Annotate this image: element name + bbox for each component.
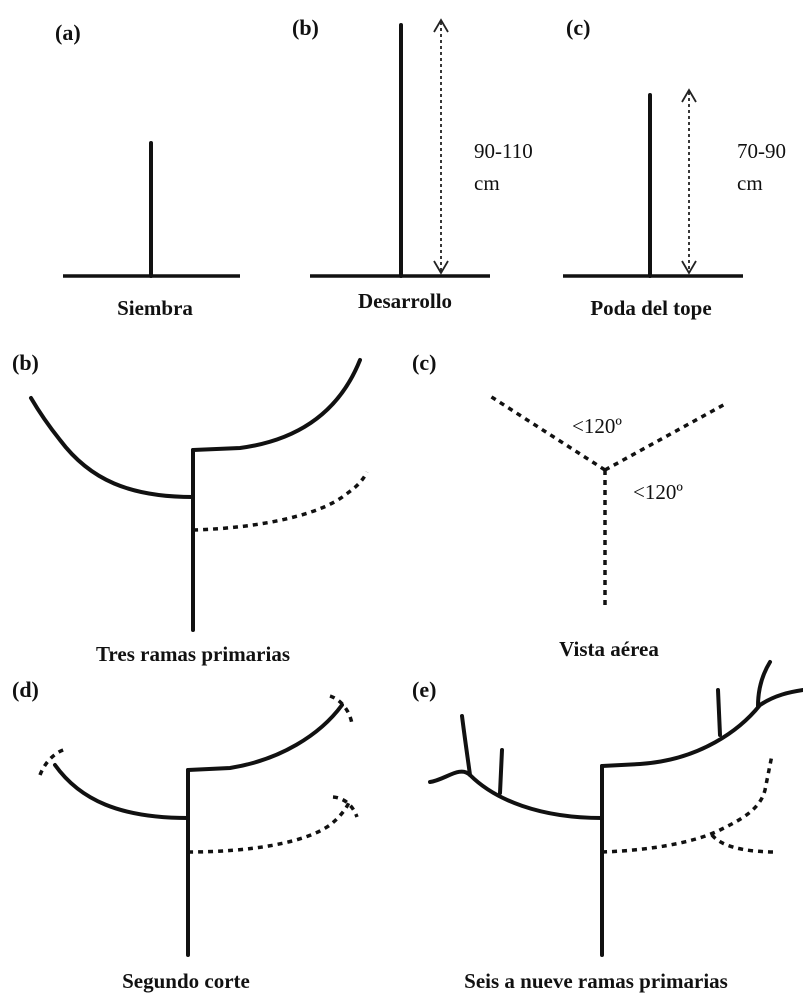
panel-b-tag: (b)	[292, 15, 319, 40]
primary-branch-back-dashed	[192, 471, 369, 532]
secondary-branch	[498, 748, 504, 795]
panel-e-tag: (e)	[412, 677, 436, 702]
arrow-head-up	[433, 18, 449, 33]
cut-mark-right	[329, 694, 354, 725]
secondary-branch	[756, 660, 772, 708]
secondary-branch	[460, 714, 472, 777]
branch-direction-left	[489, 394, 606, 472]
panel-d: (d) Segundo corte	[12, 677, 359, 993]
panel-b2: (b) Tres ramas primarias	[12, 350, 369, 666]
panel-c2-tag: (c)	[412, 350, 436, 375]
panel-e-caption: Seis a nueve ramas primarias	[464, 969, 728, 993]
angle-label-2: <120º	[633, 480, 683, 504]
primary-branch-left	[53, 763, 190, 820]
cut-mark-back	[332, 795, 359, 818]
height-value: 70-90	[737, 139, 786, 163]
panel-d-caption: Segundo corte	[122, 969, 250, 993]
panel-c2-caption: Vista aérea	[559, 637, 659, 661]
arrow-head-down	[433, 260, 449, 275]
panel-c: (c) 70-90 cm Poda del tope	[563, 15, 786, 320]
height-unit: cm	[737, 171, 763, 195]
primary-branch-right	[191, 358, 362, 452]
primary-branch-right	[186, 703, 344, 772]
panel-c2: (c) <120º <120º Vista aérea	[412, 350, 728, 661]
panel-d-tag: (d)	[12, 677, 39, 702]
height-value: 90-110	[474, 139, 533, 163]
panel-b2-caption: Tres ramas primarias	[96, 642, 290, 666]
panel-b: (b) 90-110 cm Desarrollo	[292, 15, 533, 313]
height-unit: cm	[474, 171, 500, 195]
panel-c-tag: (c)	[566, 15, 590, 40]
panel-a: (a) Siembra	[55, 20, 240, 320]
panel-b-caption: Desarrollo	[358, 289, 452, 313]
panel-b2-tag: (b)	[12, 350, 39, 375]
angle-label-1: <120º	[572, 414, 622, 438]
panel-a-tag: (a)	[55, 20, 81, 45]
secondary-branch	[716, 688, 722, 737]
arrow-head-up	[681, 88, 697, 103]
arrow-head-down	[681, 260, 697, 275]
primary-branch-right	[600, 688, 803, 768]
branch-direction-right	[604, 401, 728, 472]
panel-c-caption: Poda del tope	[590, 296, 711, 320]
primary-branch-back-dashed	[601, 754, 774, 854]
primary-branch-left	[29, 396, 195, 499]
secondary-branch-dashed	[710, 833, 778, 854]
panel-a-caption: Siembra	[117, 296, 193, 320]
panel-e: (e) Seis a nueve ramas primarias	[412, 660, 803, 993]
primary-branch-back-dashed	[187, 799, 352, 854]
primary-branch-left	[428, 769, 604, 820]
cut-mark-left	[38, 747, 67, 776]
